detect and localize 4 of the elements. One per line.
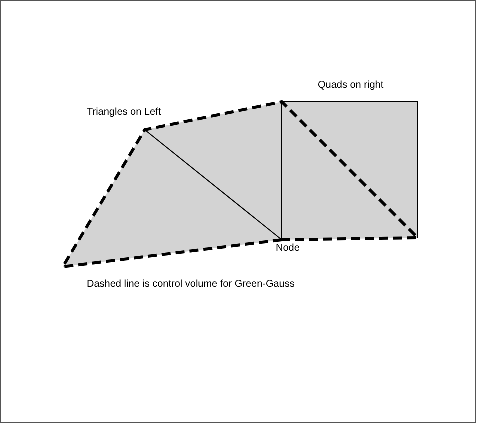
annotation: Node: [276, 242, 300, 255]
annotation: Dashed line is control volume for Green-Gauss: [87, 278, 295, 291]
annotation: Triangles on Left: [87, 106, 162, 119]
annotation: Quads on right: [318, 79, 384, 92]
